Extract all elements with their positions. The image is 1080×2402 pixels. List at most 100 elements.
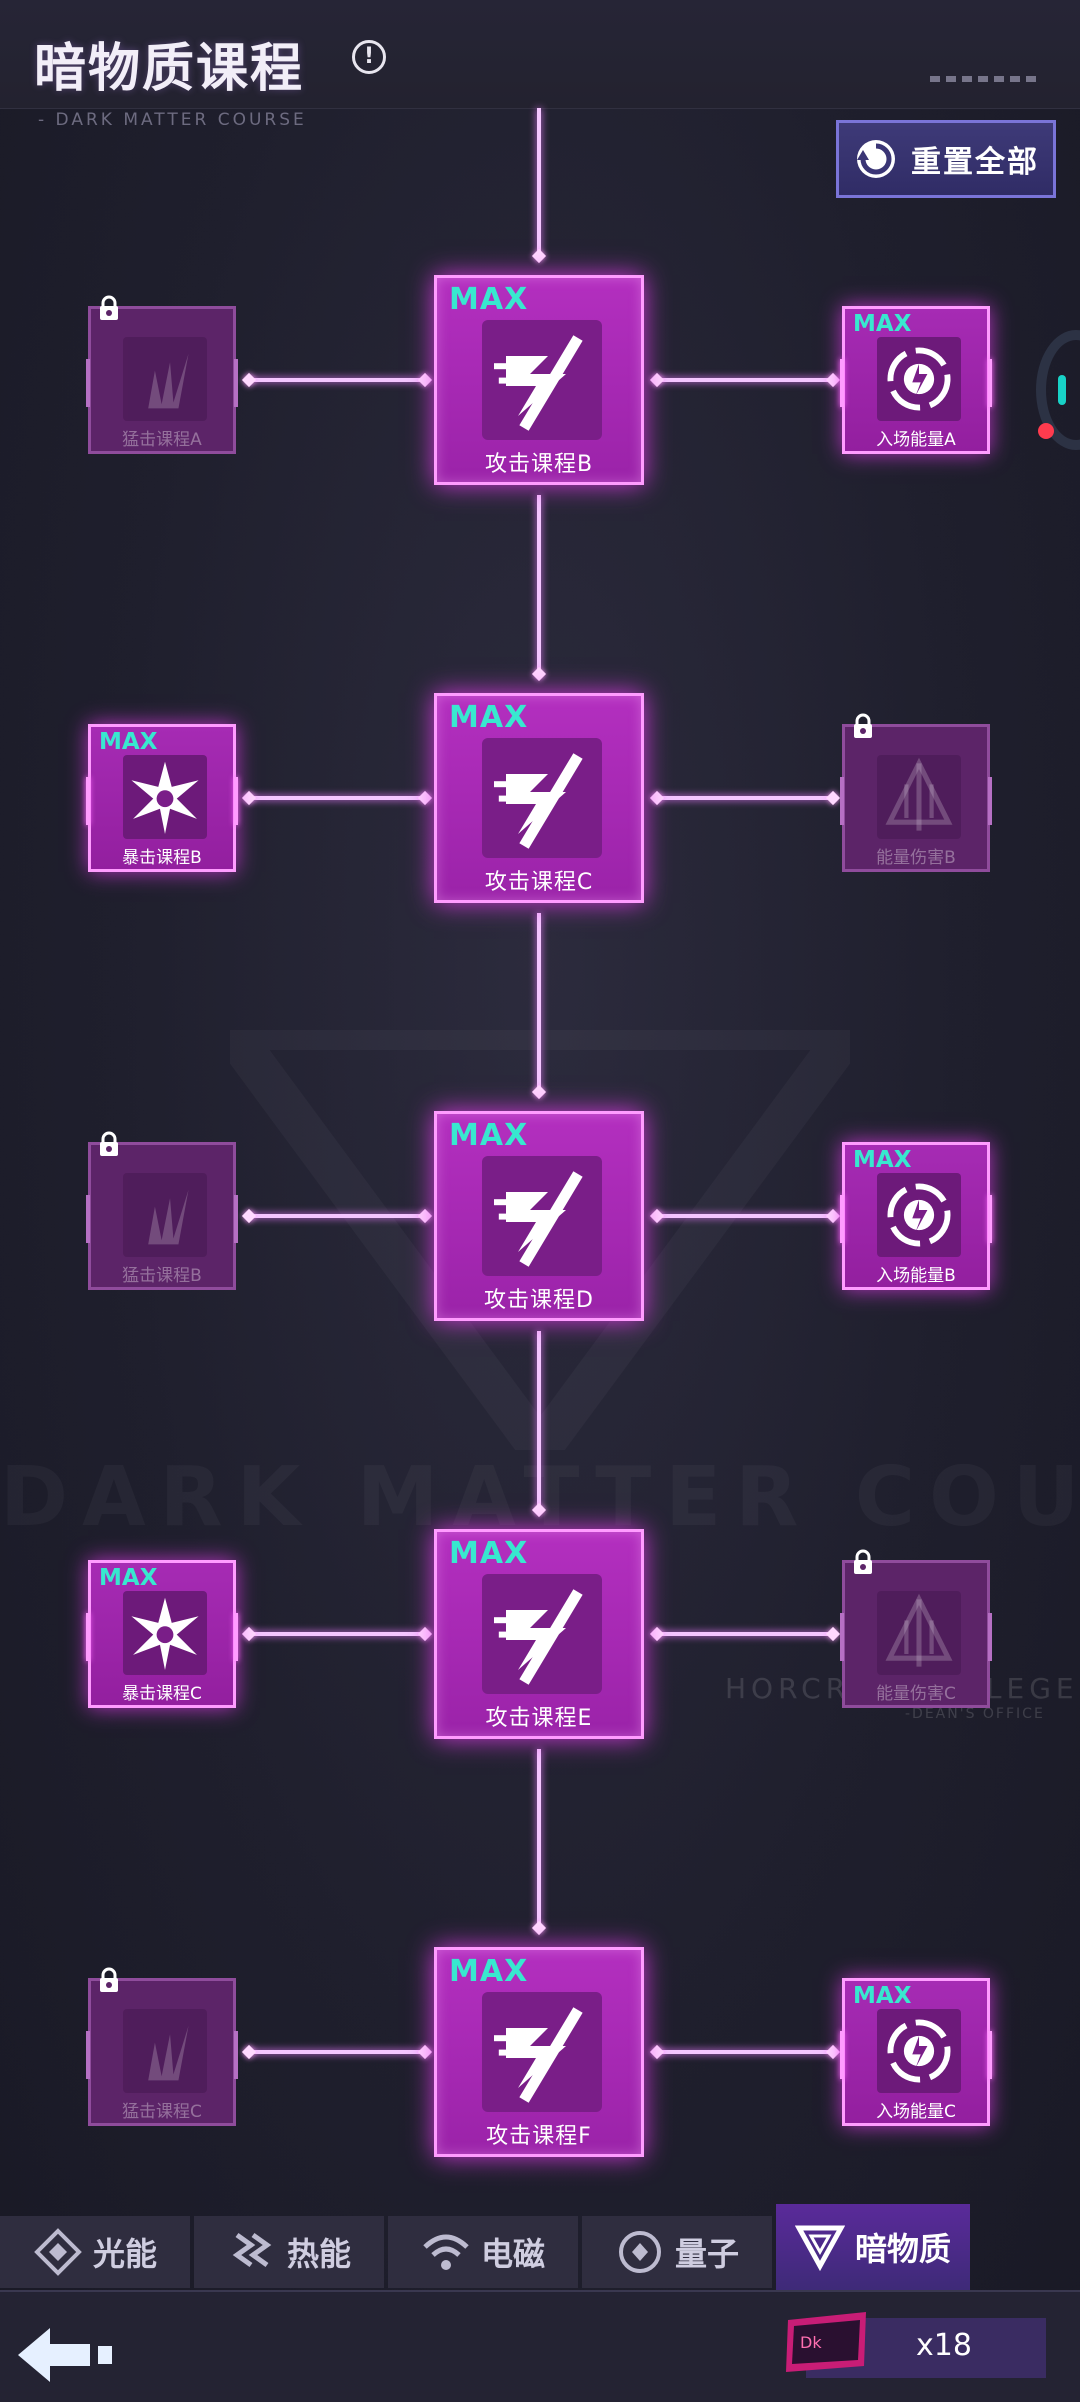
tab-heat-energy[interactable]: 热能 [194,2216,384,2288]
tree-vertical-connector [537,1749,541,1923]
skill-node-right[interactable]: 能量伤害C [840,1549,992,1708]
node-edge-bar [234,777,238,825]
skill-node-left[interactable]: MAX 暴击课程C [86,1560,238,1708]
tree-horizontal-connector [658,1214,828,1218]
skill-node-right[interactable]: MAX 入场能量A [840,306,992,454]
max-badge: MAX [449,1954,529,1989]
reset-all-label: 重置全部 [911,145,1039,180]
lock-icon [100,1967,118,1992]
max-badge: MAX [449,700,529,735]
skill-name: 入场能量A [876,430,956,450]
header-decoration [930,76,1040,82]
skill-name: 攻击课程C [484,870,594,895]
tab-quantum[interactable]: 量子 [582,2216,772,2288]
tab-dark-matter[interactable]: 暗物质 [776,2204,970,2294]
lock-icon [100,1131,118,1156]
node-edge-bar [840,359,844,407]
skill-icon-frame [877,1591,961,1675]
skill-node-left[interactable]: 猛击课程A [86,295,238,454]
skill-icon-frame [482,1156,602,1276]
node-edge-bar [840,777,844,825]
tree-horizontal-connector [250,1632,420,1636]
tab-electromagnetic[interactable]: 电磁 [388,2216,578,2288]
skill-icon-frame [482,1574,602,1694]
energy-swirl-icon [887,1183,951,1247]
connector-node-dot [649,2044,665,2060]
skill-node-left[interactable]: 猛击课程B [86,1131,238,1290]
max-badge: MAX [449,1536,529,1571]
node-edge-bar [840,1613,844,1661]
tree-top-connector [537,108,541,251]
wifi-signal-icon [423,2234,469,2270]
node-edge-bar [840,1195,844,1243]
connector-node-dot [825,2044,841,2060]
skill-icon-frame [123,755,207,839]
skill-icon-frame [482,1992,602,2112]
info-icon[interactable]: ! [352,40,386,74]
notification-dot [1038,423,1054,439]
node-edge-bar [988,2031,992,2079]
node-edge-bar [86,2031,90,2079]
slash-burst-icon [148,1189,189,1245]
skill-name: 能量伤害B [876,848,956,868]
skill-icon-frame [877,2009,961,2093]
tab-label: 热能 [286,2235,351,2273]
max-badge: MAX [853,1147,912,1173]
tree-vertical-connector [537,913,541,1087]
connector-node-dot [825,790,841,806]
category-tabs: 光能 热能 电磁 量子 暗物质 [0,2204,1080,2294]
skill-icon-frame [877,337,961,421]
node-edge-bar [86,1613,90,1661]
tree-horizontal-connector [250,378,420,382]
tab-label: 暗物质 [854,2230,951,2268]
skill-icon-frame [482,738,602,858]
connector-node-dot [531,1920,547,1936]
connector-node-dot [241,790,257,806]
skill-icon-frame [877,755,961,839]
crit-burst-icon [131,761,199,834]
skill-node-main[interactable]: MAX 攻击课程F [434,1947,644,2157]
node-edge-bar [988,359,992,407]
tree-horizontal-connector [658,2050,828,2054]
skill-node-main[interactable]: MAX 攻击课程C [434,693,644,903]
skill-icon-frame [123,337,207,421]
max-badge: MAX [449,282,529,317]
skill-node-right[interactable]: 能量伤害B [840,713,992,872]
skill-name: 猛击课程A [122,430,202,450]
trident-icon [885,757,953,831]
background-office-text: -DEAN'S OFFICE [905,1706,1045,1722]
node-edge-bar [988,1195,992,1243]
svg-text:Dk: Dk [800,2333,822,2352]
slash-burst-icon [148,2025,189,2081]
tab-label: 电磁 [480,2235,545,2273]
tab-label: 量子 [674,2235,739,2273]
reset-all-button[interactable]: 重置全部 [836,120,1056,198]
back-arrow-icon[interactable] [14,2322,114,2388]
skill-node-left[interactable]: 猛击课程C [86,1967,238,2126]
energy-swirl-icon [887,2019,951,2083]
connector-node-dot [241,1626,257,1642]
quantum-orb-icon [618,2231,661,2273]
skill-name: 猛击课程B [122,1266,202,1286]
skill-icon-frame [123,1591,207,1675]
node-edge-bar [234,1195,238,1243]
page-title: 暗物质课程 [34,39,305,99]
skill-name: 暴击课程C [122,1684,202,1704]
max-badge: MAX [853,1983,912,2009]
max-badge: MAX [99,1565,158,1591]
attack-slash-icon [494,1171,583,1267]
item-count: x18 [916,2328,972,2363]
max-badge: MAX [853,311,912,337]
tree-horizontal-connector [250,796,420,800]
skill-name: 攻击课程F [486,2124,592,2149]
attack-slash-icon [494,335,583,431]
node-edge-bar [840,2031,844,2079]
tab-light-energy[interactable]: 光能 [0,2216,190,2288]
node-edge-bar [86,777,90,825]
